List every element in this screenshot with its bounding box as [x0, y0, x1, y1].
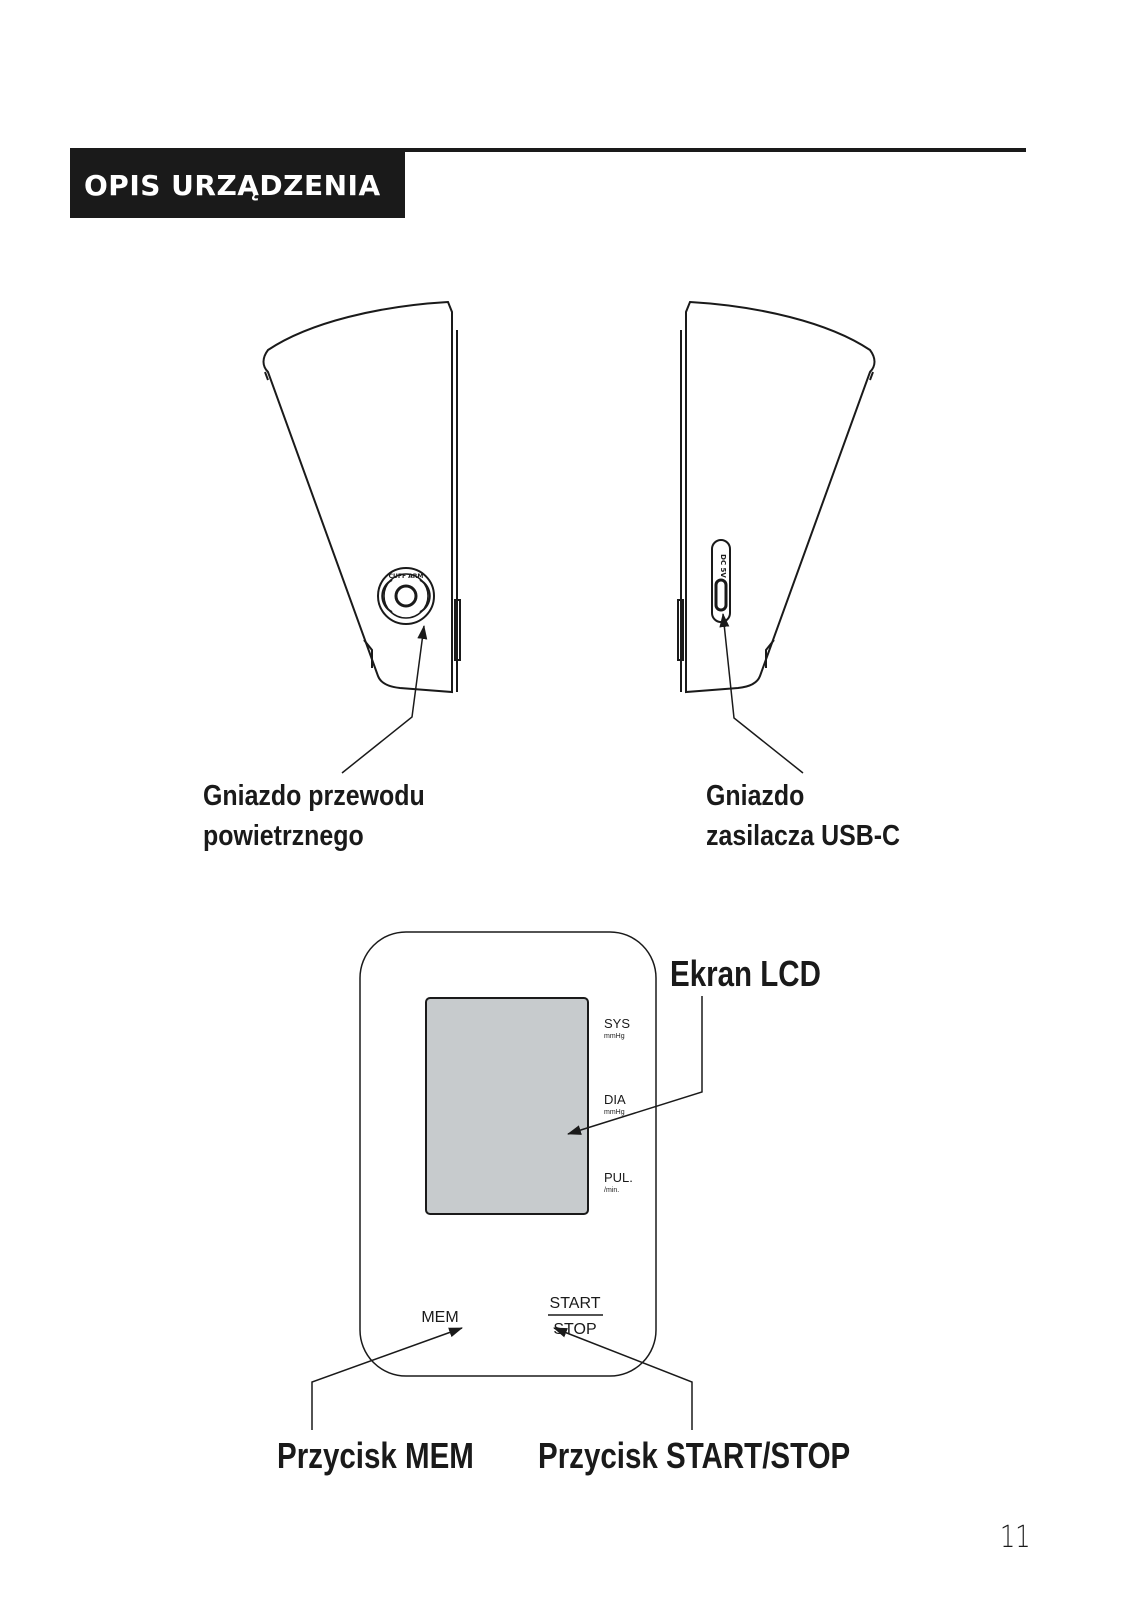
lcd-leader [567, 996, 703, 1135]
usb-c-socket-icon: DC 5V [711, 539, 731, 623]
air-socket-leader [341, 625, 428, 774]
usb-socket-label: Gniazdo zasilacza USB-C [706, 776, 900, 856]
start-button-text: START [550, 1295, 601, 1312]
mem-button-label: Przycisk MEM [277, 1435, 474, 1476]
left-bottom-notch [363, 639, 373, 668]
start-stop-button-label: Przycisk START/STOP [538, 1435, 851, 1476]
air-socket-label-line1: Gniazdo przewodu [203, 780, 425, 812]
left-side-view [262, 300, 461, 694]
left-side-button [454, 599, 461, 661]
air-socket-text: CUFF ARM [389, 573, 424, 580]
front-housing [359, 931, 657, 1377]
pul-label: PUL. [604, 1170, 633, 1185]
sys-label: SYS [604, 1016, 630, 1031]
page-number: 11 [1000, 1520, 1031, 1555]
usb-socket-leader [719, 613, 804, 774]
air-socket-label-line2: powietrznego [203, 820, 364, 852]
sys-unit: mmHg [604, 1033, 625, 1040]
air-socket-label: Gniazdo przewodu powietrznego [203, 776, 425, 856]
section-title: OPIS URZĄDZENIA [70, 152, 405, 218]
right-bottom-notch [765, 639, 775, 668]
usb-socket-label-line2: zasilacza USB-C [706, 820, 901, 852]
left-top-notch [264, 371, 269, 381]
right-housing-outline [685, 300, 876, 694]
header-rule [70, 148, 1026, 152]
right-side-view [677, 300, 876, 694]
mem-leader [311, 1327, 463, 1430]
dia-label: DIA [604, 1092, 626, 1107]
dia-unit: mmHg [604, 1109, 625, 1116]
right-top-notch [869, 371, 874, 381]
air-socket-icon: CUFF ARM [377, 567, 435, 625]
left-housing-outline [262, 300, 453, 694]
right-side-button [677, 599, 684, 661]
start-stop-leader [553, 1327, 693, 1430]
pul-unit: /min. [604, 1187, 619, 1194]
usb-socket-label-line1: Gniazdo [706, 780, 805, 812]
lcd-label: Ekran LCD [670, 953, 821, 994]
lcd-screen [425, 997, 589, 1215]
usb-socket-text: DC 5V [719, 554, 727, 578]
mem-button-text: MEM [421, 1309, 458, 1326]
